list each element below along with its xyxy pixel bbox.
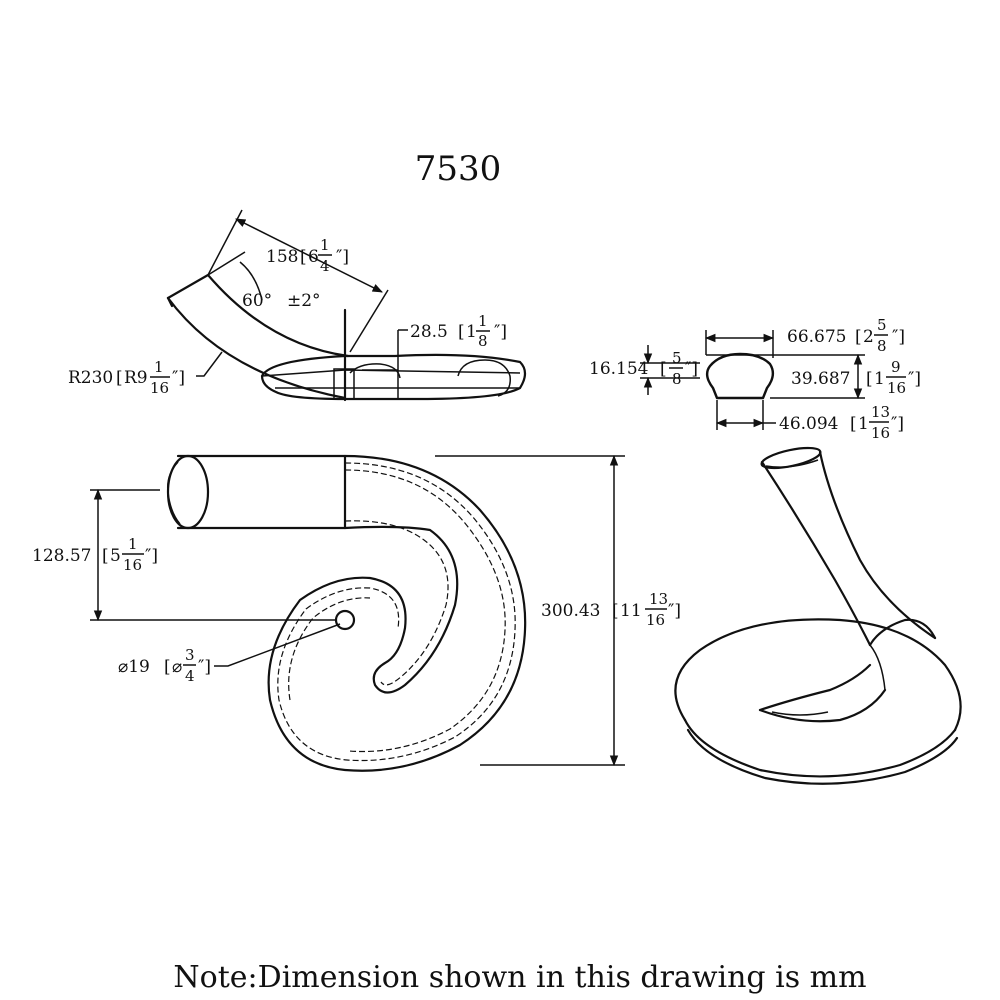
side-view — [166, 209, 527, 402]
offset-in-num: 1 — [128, 535, 138, 553]
drop-in-num: 1 — [478, 312, 488, 330]
profile-height-mm: 39.687 — [791, 369, 850, 389]
radius-in-den: 16 — [150, 379, 169, 397]
profile-width-bracket-close: ″] — [892, 327, 905, 347]
overall-in-whole: 11 — [620, 601, 642, 621]
profile-height-in-den: 16 — [887, 379, 906, 397]
profile-groove-bracket-open: [ — [660, 359, 667, 379]
overall-in-den: 16 — [646, 611, 665, 629]
profile-width-in-den: 8 — [877, 337, 887, 355]
profile-base-in-whole: 1 — [858, 414, 869, 434]
profile-groove-mm: 16.154 — [589, 359, 648, 379]
length-mm: 158 — [266, 247, 298, 267]
overall-bracket-close: ″] — [668, 601, 681, 621]
profile-groove-bracket-close: ″] — [685, 359, 698, 379]
profile-width-mm: 66.675 — [787, 327, 846, 347]
profile-base-in-den: 16 — [871, 424, 890, 442]
overall-in-num: 13 — [649, 590, 668, 608]
overall-mm: 300.43 — [541, 601, 600, 621]
hole-bracket-close: ″] — [198, 657, 211, 677]
offset-mm: 128.57 — [32, 546, 91, 566]
length-in-whole: 6 — [308, 247, 319, 267]
hole-in-num: 3 — [185, 646, 195, 664]
length-bracket-close: ″] — [336, 247, 349, 267]
hole-mm: ⌀19 — [118, 657, 150, 677]
drawing-title: 7530 — [415, 149, 502, 189]
angle-tol: ±2° — [287, 291, 321, 311]
offset-in-whole: 5 — [110, 546, 121, 566]
hole-bracket-open: [ — [164, 657, 171, 677]
radius-in-num: 1 — [154, 358, 164, 376]
drop-bracket-close: ″] — [494, 322, 507, 342]
profile-width-in-num: 5 — [877, 316, 887, 334]
profile-width-in-whole: 2 — [863, 327, 874, 347]
plan-view — [90, 454, 625, 772]
drop-in-whole: 1 — [466, 322, 477, 342]
profile-height-bracket-close: ″] — [908, 369, 921, 389]
radius-bracket-open: [ — [116, 368, 123, 388]
profile-groove-in-num: 5 — [672, 349, 682, 367]
offset-bracket-close: ″] — [145, 546, 158, 566]
profile-base-bracket-close: ″] — [891, 414, 904, 434]
drop-mm: 28.5 — [410, 322, 448, 342]
units-note: Note:Dimension shown in this drawing is … — [173, 960, 866, 995]
isometric-view — [674, 446, 962, 785]
profile-base-mm: 46.094 — [779, 414, 838, 434]
profile-view — [640, 330, 865, 430]
angle-value: 60° — [242, 291, 272, 311]
radius-bracket-close: ″] — [172, 368, 185, 388]
profile-height-in-num: 9 — [891, 358, 901, 376]
overall-bracket-open: [ — [612, 601, 619, 621]
drop-in-den: 8 — [478, 332, 488, 350]
profile-height-bracket-open: [ — [866, 369, 873, 389]
drop-bracket-open: [ — [458, 322, 465, 342]
length-in-den: 4 — [320, 257, 330, 275]
offset-bracket-open: [ — [102, 546, 109, 566]
radius-in-prefix: R9 — [124, 368, 148, 388]
offset-in-den: 16 — [123, 556, 142, 574]
hole-in-den: 4 — [185, 667, 195, 685]
length-in-num: 1 — [320, 236, 330, 254]
profile-groove-in-den: 8 — [672, 370, 682, 388]
length-bracket-open: [ — [300, 247, 307, 267]
profile-width-bracket-open: [ — [855, 327, 862, 347]
profile-base-in-num: 13 — [871, 403, 890, 421]
profile-base-bracket-open: [ — [850, 414, 857, 434]
radius-mm: R230 — [68, 368, 113, 388]
profile-height-in-whole: 1 — [874, 369, 885, 389]
hole-in-prefix: ⌀ — [172, 657, 182, 677]
